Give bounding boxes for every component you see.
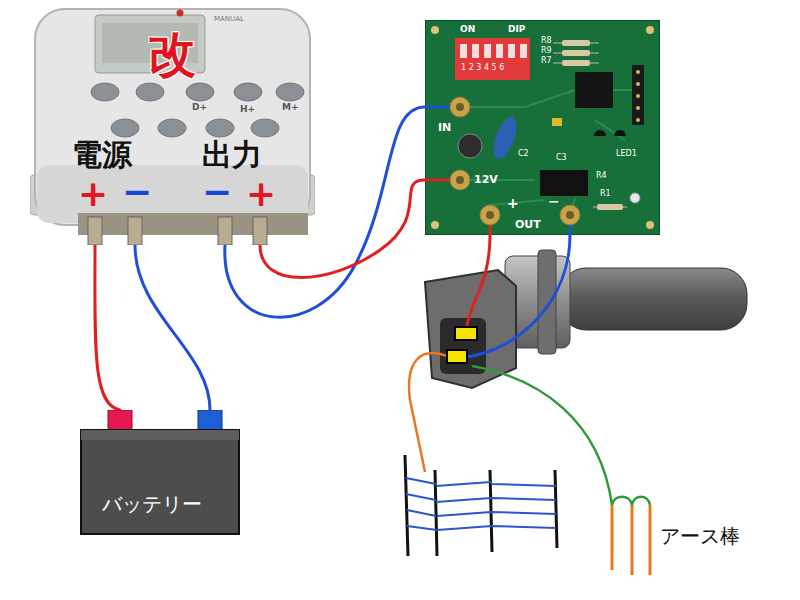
circuit-board: IN 12V OUT <box>425 20 660 235</box>
screw-head <box>486 211 494 219</box>
led <box>630 193 640 203</box>
coil-tube <box>560 268 747 330</box>
film-capacitor <box>489 114 521 162</box>
terminal-heading: 電源 <box>72 140 132 170</box>
ceramic-capacitor <box>552 118 562 126</box>
wire <box>135 245 210 410</box>
timer-button <box>91 83 119 101</box>
timer-button <box>111 119 139 137</box>
screw-head <box>456 103 464 111</box>
screw-terminal <box>450 170 470 190</box>
mount-hole <box>646 221 654 229</box>
mount-hole <box>431 221 439 229</box>
mount-hole <box>431 26 439 34</box>
coil-ring <box>538 250 556 354</box>
dip-lever <box>520 44 527 58</box>
screw-head <box>456 176 464 184</box>
dip-lever <box>460 44 467 58</box>
timer-led <box>177 10 184 17</box>
earth-rod <box>649 505 652 575</box>
terminal-heading: 出力 <box>202 140 262 170</box>
screw-terminal <box>480 205 500 225</box>
coil-plus-wire <box>466 235 490 330</box>
regulator <box>540 170 588 196</box>
screw-terminal <box>560 205 580 225</box>
dip-lever <box>484 44 491 58</box>
timer-case <box>35 9 310 225</box>
fence-lead-wire <box>409 353 449 472</box>
battery-minus-terminal <box>198 410 222 431</box>
dip-lever <box>508 44 515 58</box>
ic-chip <box>575 72 613 108</box>
resistor-symbol <box>562 40 590 46</box>
fence <box>405 455 557 556</box>
timer-button <box>136 83 164 101</box>
header-pins <box>636 70 640 122</box>
battery-art <box>80 410 240 535</box>
fence-wire <box>406 478 556 530</box>
dip-levers <box>460 44 527 58</box>
battery-plus-terminal <box>108 410 132 431</box>
pcb-board <box>425 20 660 235</box>
coil-minus-wire <box>466 235 570 357</box>
electrolytic-capacitor <box>458 134 482 158</box>
coil-socket <box>440 318 486 374</box>
terminal-lug <box>253 217 267 245</box>
fence-post <box>555 470 557 548</box>
timer-button <box>206 119 234 137</box>
timer-switch: 改電源 出力 <box>30 5 315 245</box>
pcb-art <box>425 20 660 235</box>
terminal-name: OUT <box>515 219 541 230</box>
timer-buttons <box>91 83 304 137</box>
coil-pin <box>455 327 477 340</box>
timer-button <box>158 119 186 137</box>
battery-body <box>81 430 239 534</box>
terminal-name: 12V <box>474 174 498 185</box>
timer-button <box>186 83 214 101</box>
resistor-symbol <box>562 60 590 66</box>
screw-terminals <box>450 97 580 225</box>
coil-pin <box>447 350 467 363</box>
terminal-block <box>78 213 308 235</box>
header-pin <box>636 82 640 86</box>
coil-head <box>425 270 516 388</box>
timer-button <box>234 83 262 101</box>
screw-terminal <box>450 97 470 117</box>
wire <box>95 245 120 410</box>
timer-button <box>251 119 279 137</box>
earth-rod <box>611 505 614 570</box>
header-pin <box>636 94 640 98</box>
dip-lever <box>496 44 503 58</box>
header-pin <box>636 118 640 122</box>
battery-lid <box>81 430 239 440</box>
mount-holes <box>431 26 654 229</box>
fence-post <box>405 455 408 556</box>
earth-rods <box>612 505 650 575</box>
resistor-symbol <box>562 50 590 56</box>
terminal-name: IN <box>438 122 451 133</box>
screw-heads <box>456 103 574 219</box>
terminal-lug <box>128 217 142 245</box>
pcb-trace <box>460 90 632 215</box>
dip-switch <box>455 38 530 80</box>
transistor <box>594 130 626 136</box>
screw-head <box>566 211 574 219</box>
modified-mark: 改 <box>148 30 196 78</box>
earth-wire <box>472 366 650 505</box>
timer-button <box>276 83 304 101</box>
dip-lever <box>472 44 479 58</box>
terminal-lug <box>218 217 232 245</box>
resistor-symbol <box>597 204 623 210</box>
pin-header <box>632 65 644 125</box>
battery: バッテリー <box>80 410 240 535</box>
terminal-lug <box>88 217 102 245</box>
mount-hole <box>646 26 654 34</box>
earth-rod <box>631 505 634 575</box>
header-pin <box>636 70 640 74</box>
header-pin <box>636 106 640 110</box>
earth-rod-label: アース棒 <box>660 526 740 546</box>
battery-label: バッテリー <box>102 494 202 514</box>
